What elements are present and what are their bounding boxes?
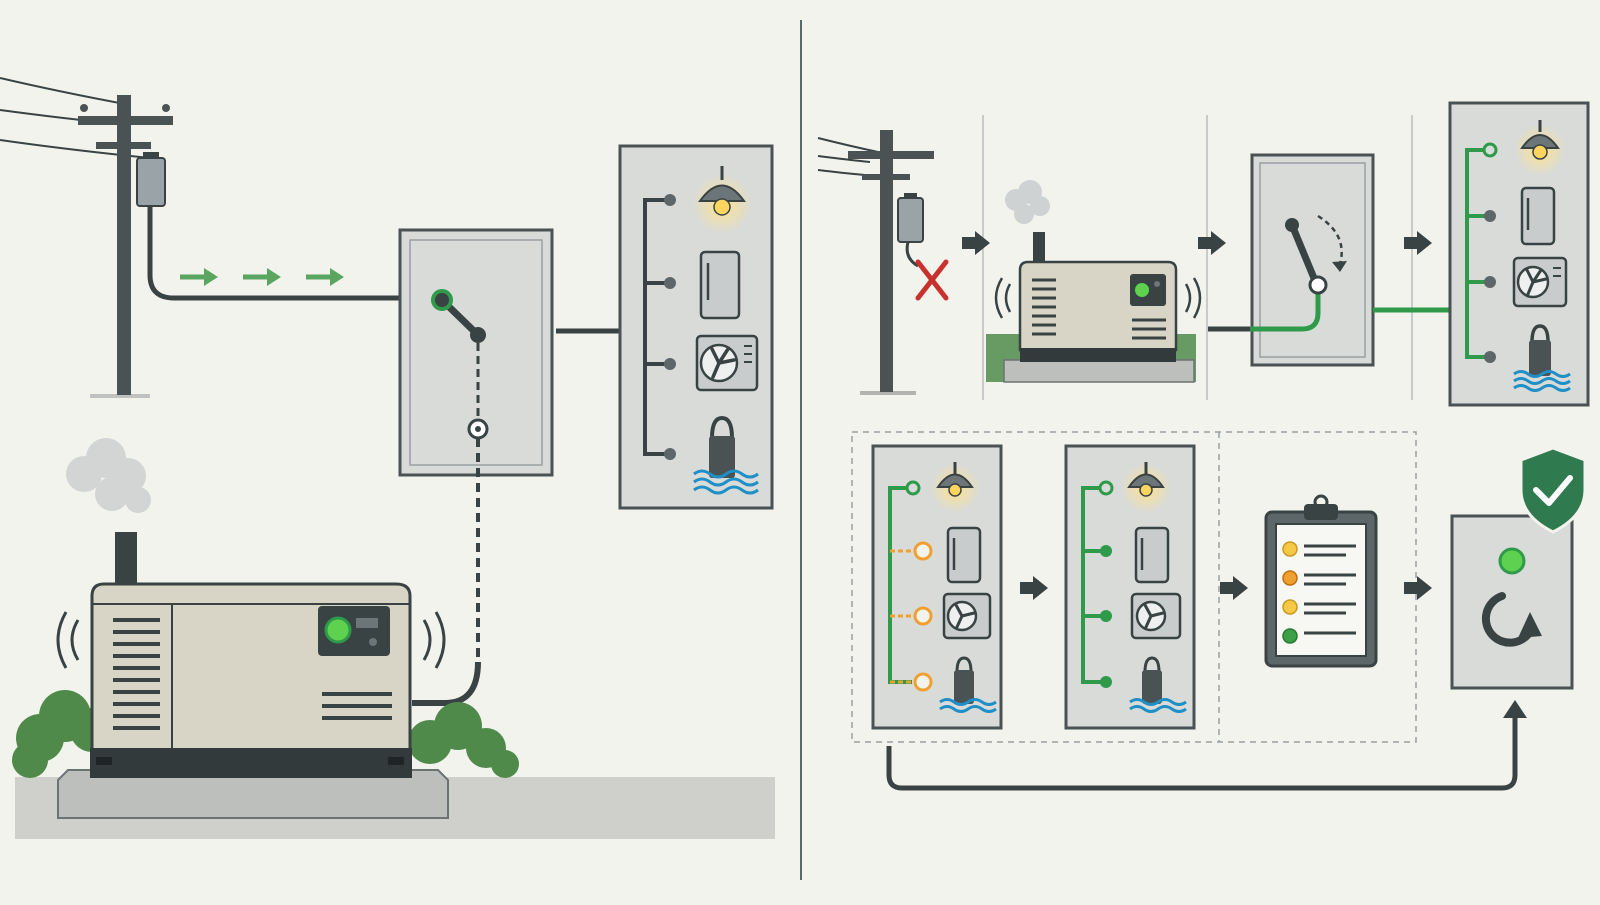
bottom-sequence-frame <box>851 431 1417 743</box>
transformer-icon <box>897 193 924 243</box>
step-separators <box>982 115 1413 400</box>
sump-pump-icon <box>939 656 997 713</box>
ac-unit-icon <box>1130 592 1182 640</box>
exhaust-smoke <box>66 438 151 513</box>
standby-generator-icon <box>56 438 446 778</box>
step-system-restored <box>1450 446 1587 690</box>
left-scene-utility-mode <box>0 77 775 839</box>
load-panel <box>618 144 774 510</box>
generator-control-panel <box>318 606 390 656</box>
refrigerator-icon <box>1520 186 1556 246</box>
flow-arrow <box>306 268 344 286</box>
step-all-loads <box>1064 444 1196 730</box>
vibration-waves <box>56 611 446 669</box>
ac-unit-icon <box>1512 256 1568 308</box>
flow-arrow <box>180 268 218 286</box>
step-arrow <box>962 231 990 255</box>
vibration-waves <box>994 277 1202 319</box>
sump-pump-icon <box>1513 324 1571 392</box>
sump-pump-icon <box>1129 656 1187 713</box>
shrub <box>408 702 519 778</box>
step-utility-outage <box>817 130 949 395</box>
ceiling-lamp-icon <box>1514 120 1566 176</box>
utility-pole-icon <box>78 95 173 398</box>
utility-feed-line <box>147 206 402 301</box>
transfer-switch-icon <box>1250 153 1375 367</box>
exhaust-smoke <box>1005 180 1050 224</box>
step-generator-start <box>986 180 1202 383</box>
ready-indicator <box>1498 547 1526 575</box>
refrigerator-icon <box>946 526 982 584</box>
return-loop-arrow <box>886 716 1518 791</box>
concrete-pad <box>57 769 449 819</box>
restart-cycle-icon <box>1481 592 1542 647</box>
ceiling-lamp-icon <box>1121 462 1171 513</box>
sump-pump-icon <box>693 415 759 495</box>
flow-arrow <box>243 268 281 286</box>
generator-feed-cable <box>412 661 481 706</box>
step-arrow <box>1404 231 1432 255</box>
refrigerator-icon <box>699 250 741 320</box>
refrigerator-icon <box>1134 526 1170 584</box>
fault-x-icon <box>915 259 949 301</box>
step-arrow <box>1198 231 1226 255</box>
ac-unit-icon <box>695 334 759 392</box>
utility-pole-icon <box>848 130 934 395</box>
step-loads-powered <box>1448 101 1590 407</box>
transformer-icon <box>136 152 166 207</box>
power-flow-arrows <box>180 268 344 286</box>
clipboard-checklist-icon <box>1264 494 1378 668</box>
step-priority-loads <box>871 444 1003 730</box>
step-arrow <box>1404 576 1432 600</box>
step-arrow <box>1220 576 1248 600</box>
right-scene-outage-sequence <box>817 101 1590 791</box>
step-arrow <box>1020 576 1048 600</box>
ceiling-lamp-icon <box>692 166 752 234</box>
shield-check-icon <box>1519 446 1587 534</box>
ac-unit-icon <box>942 592 992 640</box>
step-transfer-switch <box>1208 153 1452 367</box>
ceiling-lamp-icon <box>930 462 980 513</box>
generator-vents <box>113 618 392 730</box>
